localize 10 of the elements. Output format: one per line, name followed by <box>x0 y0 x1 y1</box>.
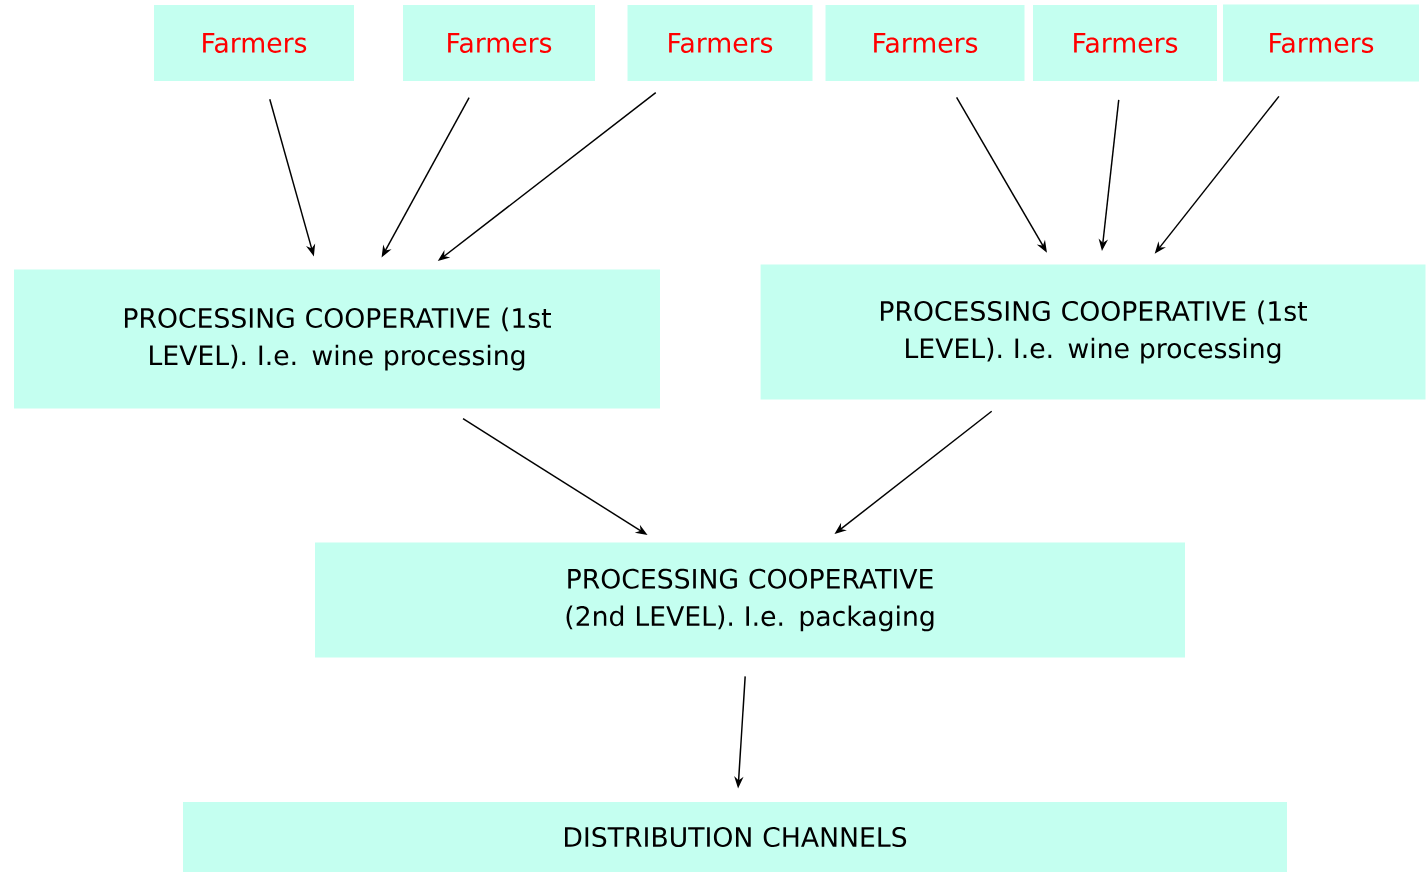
cooperative-box: PROCESSING COOPERATIVE (2nd LEVEL). I.e. packaging <box>315 542 1185 658</box>
farmers-box: Farmers <box>154 5 354 81</box>
farmers-box: Farmers <box>1223 4 1419 82</box>
farmers-box: Farmers <box>627 5 813 81</box>
cooperative-box: DISTRIBUTION CHANNELS <box>183 802 1287 872</box>
farmers-box: Farmers <box>1033 5 1217 81</box>
cooperative-box: PROCESSING COOPERATIVE (1st LEVEL). I.e. wine processing <box>14 269 660 409</box>
farmers-box: Farmers <box>403 5 595 81</box>
farmers-box: Farmers <box>825 5 1025 81</box>
cooperative-box: PROCESSING COOPERATIVE (1st LEVEL). I.e. wine processing <box>760 264 1426 400</box>
